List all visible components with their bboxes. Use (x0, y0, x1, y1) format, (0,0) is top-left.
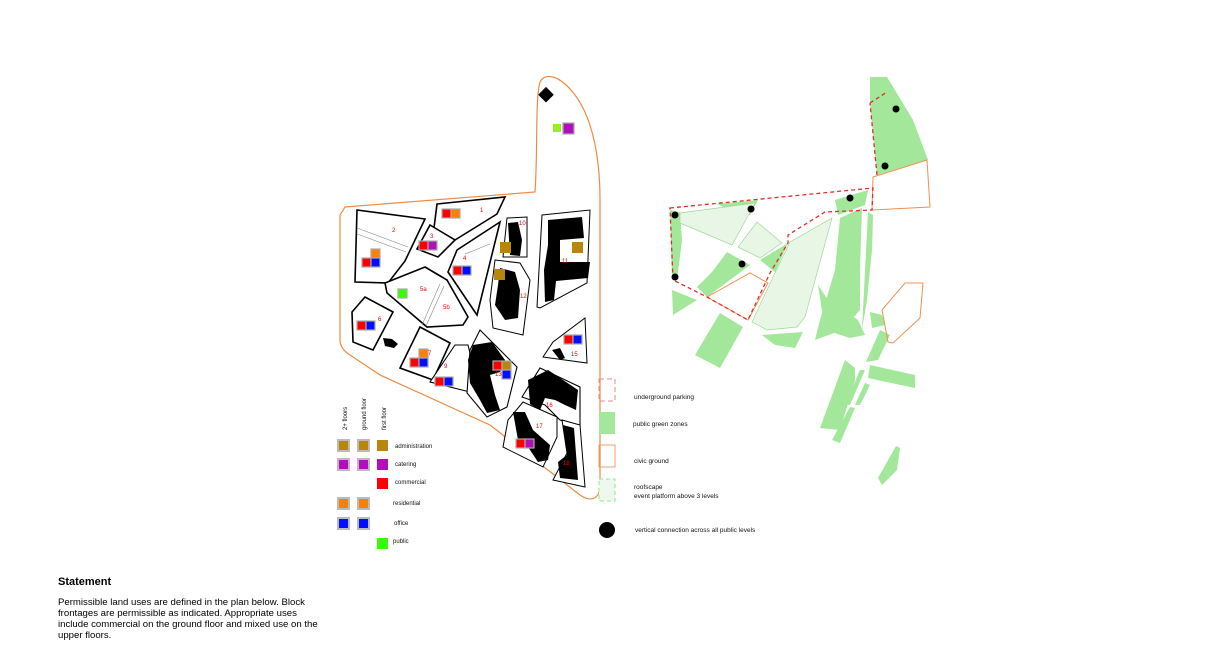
legend-public-green-zones: public green zones (633, 421, 688, 428)
green-zone[interactable] (845, 370, 865, 405)
green-zone[interactable] (820, 360, 855, 430)
column-header: first floor (382, 407, 388, 430)
vertical-connection-dot[interactable] (747, 205, 755, 213)
public-space-plan (669, 77, 931, 485)
block-label: 11 (562, 259, 569, 265)
green-zone[interactable] (835, 190, 868, 215)
green-zone[interactable] (697, 252, 750, 297)
green-swatch (599, 412, 615, 434)
legend-civic-ground: civic ground (634, 458, 669, 465)
roofscape-swatch (598, 478, 616, 502)
block-label: 15 (571, 352, 578, 358)
block-label: 7 (428, 351, 432, 357)
green-zone[interactable] (760, 243, 788, 272)
green-zone[interactable] (855, 383, 870, 405)
block-label: 5b (443, 305, 450, 311)
vertical-connections (671, 105, 900, 281)
green-zone[interactable] (866, 330, 890, 362)
vertical-connection-dot[interactable] (846, 194, 854, 202)
block-label: 1 (480, 208, 484, 214)
public-space-legend: underground parking public green zones c… (598, 378, 756, 538)
legend-event-platform: event platform above 3 levels (634, 493, 719, 500)
block-5[interactable] (384, 266, 469, 328)
green-zone[interactable] (670, 210, 682, 280)
column-header: ground floor (362, 398, 368, 430)
legend-roofscape: roofscape (634, 484, 663, 491)
vertical-connection-icon (599, 522, 615, 538)
roofscape-zone[interactable] (737, 221, 783, 259)
roofscape-zone[interactable] (679, 202, 756, 246)
legend-residential: residential (393, 501, 420, 507)
legend-catering: catering (395, 462, 416, 468)
land-use-legend: 2+ floors ground floor first floor admin… (337, 398, 432, 549)
column-header: 2+ floors (343, 407, 349, 430)
vertical-connection-dot[interactable] (881, 162, 889, 170)
statement-body: Permissible land uses are defined in the… (58, 597, 318, 641)
green-zone[interactable] (870, 77, 928, 175)
land-use-markers (356, 122, 583, 449)
green-zone[interactable] (878, 446, 900, 485)
block-numbers: 1 2 3 4 5a 5b 6 7 9 10 11 12 13 15 16 17… (378, 208, 578, 467)
underground-parking-boundary[interactable] (669, 91, 888, 321)
block-label: 12 (520, 294, 527, 300)
green-zone[interactable] (762, 332, 803, 348)
civic-ground[interactable] (871, 159, 931, 211)
vertical-connection-dot[interactable] (892, 105, 900, 113)
block-label: 5a (420, 287, 427, 293)
civic-ground[interactable] (881, 282, 924, 344)
civic-swatch (598, 444, 616, 468)
parking-swatch (598, 378, 616, 402)
legend-underground-parking: underground parking (634, 394, 694, 401)
block-label: 4 (463, 256, 467, 262)
legend-administration: administration (395, 444, 432, 450)
roofscape-zone[interactable] (751, 217, 833, 331)
green-zone[interactable] (845, 252, 860, 268)
green-zone[interactable] (818, 285, 865, 338)
block-label: 18 (563, 461, 570, 467)
block-label: 2 (392, 228, 396, 234)
vertical-connection-dot[interactable] (671, 273, 679, 281)
site-boundary (339, 75, 601, 500)
green-zone[interactable] (868, 365, 915, 388)
statement: Statement Permissible land uses are defi… (58, 576, 323, 641)
vertical-connection-dot[interactable] (671, 211, 679, 219)
block-label: 17 (536, 424, 543, 430)
block-label: 13 (495, 372, 502, 378)
green-zone[interactable] (862, 212, 873, 330)
block-label: 3 (430, 234, 434, 240)
green-zone[interactable] (870, 312, 885, 328)
green-zone[interactable] (832, 407, 855, 443)
legend-vertical-connection: vertical connection across all public le… (635, 527, 756, 534)
land-use-plan: 1 2 3 4 5a 5b 6 7 9 10 11 12 13 15 16 17… (339, 75, 601, 500)
green-zone[interactable] (672, 290, 697, 315)
legend-office: office (394, 521, 409, 527)
statement-title: Statement (58, 576, 112, 588)
legend-public: public (393, 539, 409, 545)
vertical-connection-dot[interactable] (738, 260, 746, 268)
block-label: 9 (444, 364, 448, 370)
block-label: 16 (546, 403, 553, 409)
block-1[interactable] (433, 196, 507, 241)
green-zone[interactable] (695, 313, 743, 368)
block-label: 10 (519, 221, 526, 227)
legend-commercial: commercial (395, 480, 426, 486)
block-label: 6 (378, 317, 382, 323)
